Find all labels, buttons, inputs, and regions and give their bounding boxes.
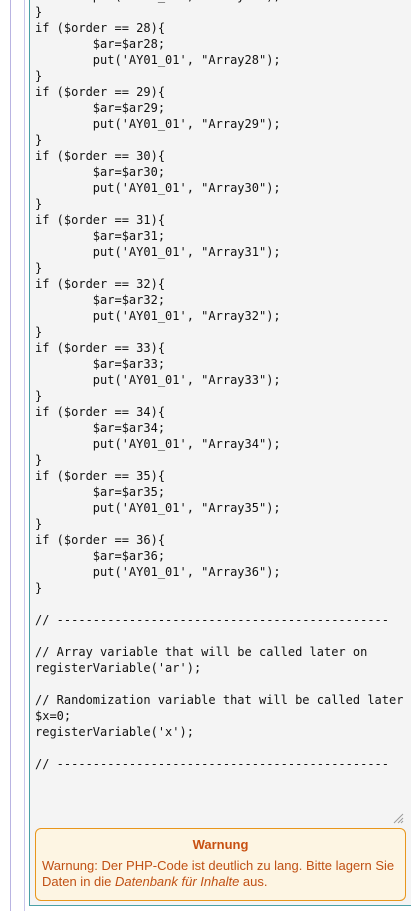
php-code-editor[interactable]: put('AY01_01', "Array27"); } if ($order … <box>30 0 406 826</box>
warning-title: Warnung <box>192 837 249 852</box>
resize-handle-icon[interactable] <box>392 812 404 824</box>
left-border-line-inner <box>24 0 25 911</box>
warning-message-suffix: aus. <box>239 874 268 889</box>
left-border-line <box>10 0 11 911</box>
warning-message: Warnung: Der PHP-Code ist deutlich zu la… <box>42 858 399 890</box>
php-code-text[interactable]: put('AY01_01', "Array27"); } if ($order … <box>35 0 404 771</box>
php-code-panel <box>29 0 411 906</box>
content-database-link[interactable]: Datenbank für Inhalte <box>115 874 240 889</box>
warning-box: Warnung Warnung: Der PHP-Code ist deutli… <box>35 828 406 901</box>
warning-message-text: Warnung: Der PHP-Code ist deutlich zu la… <box>42 858 395 889</box>
